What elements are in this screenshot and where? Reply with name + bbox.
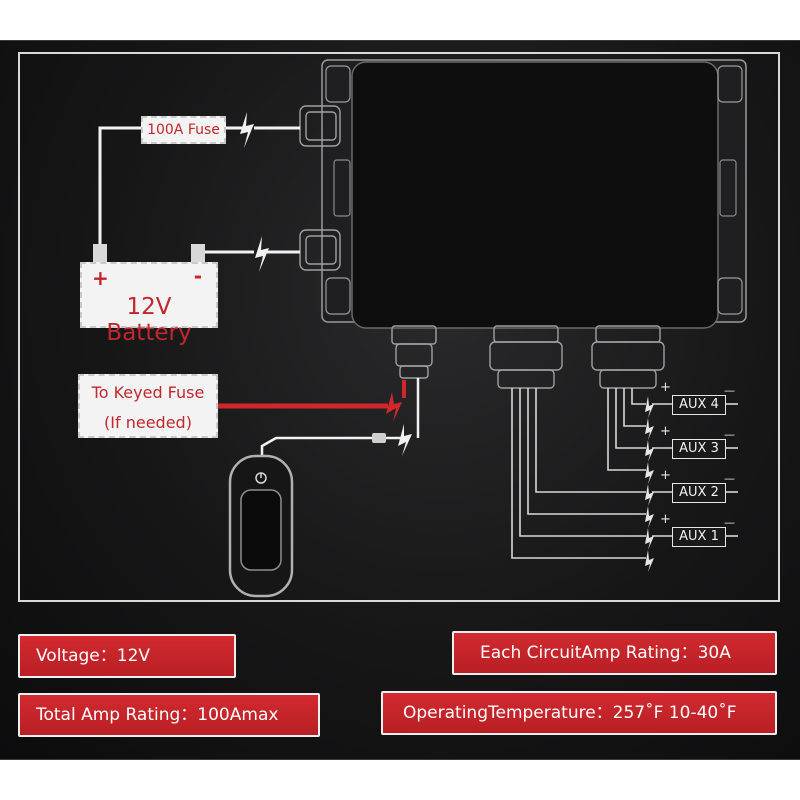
spec-total-amp-badge: Total Amp Rating：100Amax (18, 693, 320, 737)
wire-break-mark-remote (398, 424, 412, 456)
aux-1-plus: + (660, 512, 671, 527)
battery-terminals (93, 244, 205, 262)
aux-2-plus: + (660, 468, 671, 483)
battery-positive-sign: + (92, 266, 109, 290)
wire-connector (372, 433, 386, 443)
battery-name: 12V Battery (106, 294, 192, 346)
wire-break-marks (240, 112, 269, 272)
spec-circuit-amp-badge: Each CircuitAmp Rating：30A (452, 631, 777, 675)
aux-3-plus: + (660, 424, 671, 439)
aux-2-label: AUX 2 (672, 483, 726, 503)
spec-voltage-badge: Voltage：12V (18, 634, 236, 678)
aux-wires (511, 388, 738, 559)
battery-negative-sign: - (193, 264, 202, 288)
aux-4-minus: — (724, 384, 735, 397)
fuse-label: 100A Fuse (141, 116, 226, 144)
aux-3-minus: — (724, 428, 735, 441)
diagram-panel (18, 52, 780, 602)
keyed-fuse-line-1: To Keyed Fuse (91, 383, 205, 402)
aux-wire-breaks (645, 396, 654, 572)
remote-controller (228, 454, 294, 598)
battery-wires (98, 126, 300, 254)
bottom-cable-glands (391, 325, 665, 389)
left-cable-glands (299, 105, 341, 271)
remote-switch-wire (260, 378, 420, 468)
junction-box (321, 59, 747, 329)
aux-3-label: AUX 3 (672, 439, 726, 459)
keyed-fuse-wire (218, 380, 406, 422)
aux-2-minus: — (724, 472, 735, 485)
aux-4-label: AUX 4 (672, 395, 726, 415)
spec-temperature-badge: OperatingTemperature：257˚F 10-40˚F (381, 691, 777, 735)
aux-4-plus: + (660, 380, 671, 395)
battery-label: + - 12V Battery (80, 262, 218, 346)
keyed-fuse-label: To Keyed Fuse (If needed) (78, 374, 218, 438)
aux-1-minus: — (724, 516, 735, 529)
aux-1-label: AUX 1 (672, 527, 726, 547)
keyed-fuse-line-2: (If needed) (104, 413, 192, 432)
